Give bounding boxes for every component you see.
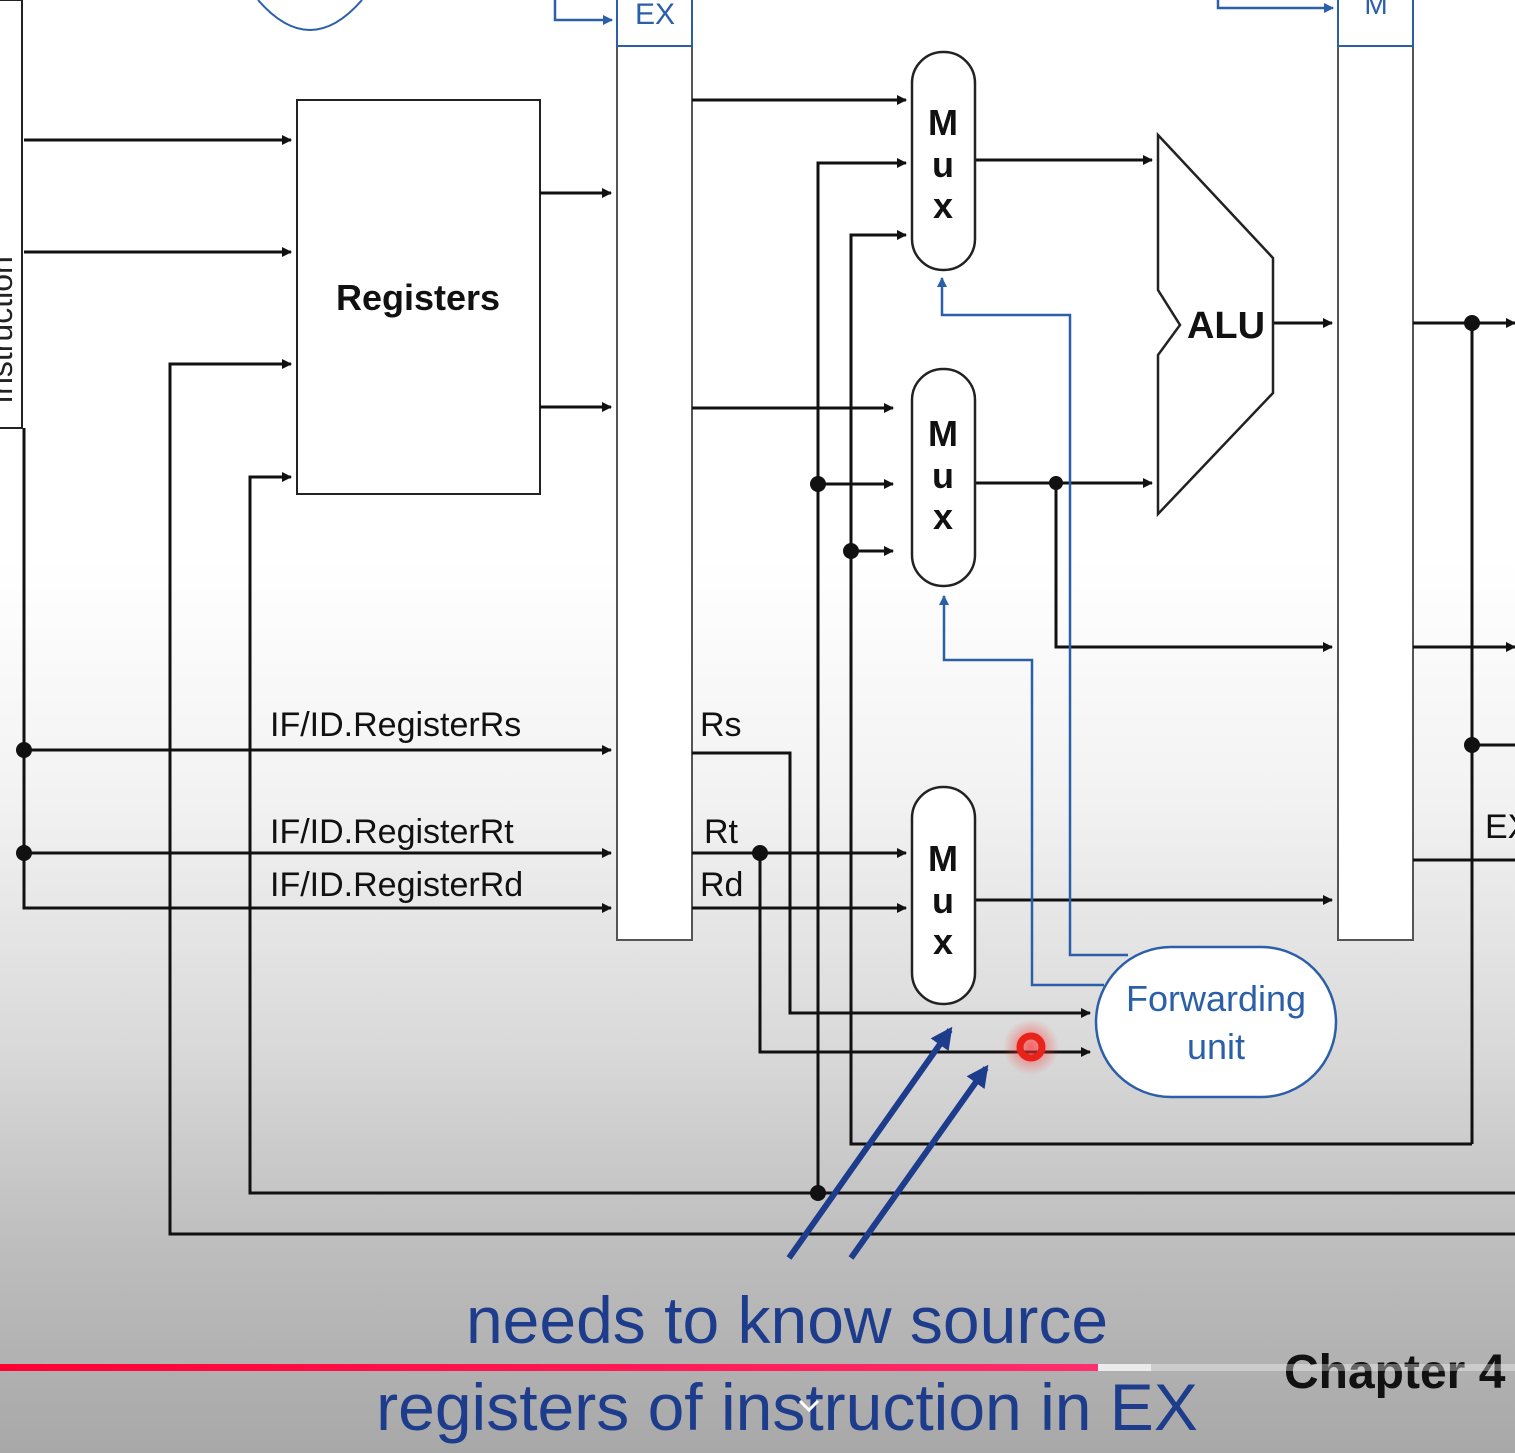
mux-b-letter-x: x: [933, 496, 953, 537]
mux-dest-letter-u: u: [932, 880, 954, 921]
wire-mem-forward-bus: [816, 158, 907, 1193]
mux-a-letter-x: x: [933, 185, 953, 226]
annotation-arrow-rt: [848, 1064, 989, 1260]
m-top-label: M: [1364, 0, 1387, 20]
junction-dot: [810, 476, 826, 492]
wire-wb-write-reg: [168, 359, 1515, 1236]
ex-top-label: EX: [635, 0, 675, 31]
alu: [1156, 131, 1275, 518]
rt-label: Rt: [704, 813, 739, 851]
mux-dest-letter-m: M: [928, 838, 958, 879]
forwarding-unit: [1094, 945, 1338, 1099]
mux-a-letter-u: u: [932, 144, 954, 185]
id-ex-label-box: [616, 0, 693, 47]
caption-line-2: registers of instruction in EX: [376, 1370, 1198, 1444]
ex-mem-label-box: [1337, 0, 1414, 47]
registers-block: [296, 99, 541, 495]
ex-mem-pipeline-register: [1337, 45, 1414, 941]
id-ex-pipeline-register: [616, 45, 693, 941]
video-progress-bar[interactable]: [0, 1364, 1515, 1371]
wire-wb-write-data: [248, 472, 1515, 1195]
if-id-instruction-box: [0, 0, 23, 429]
caption-line-1: needs to know source: [466, 1283, 1108, 1357]
forwarding-unit-label-1: Forwarding: [1126, 978, 1306, 1019]
alu-label: ALU: [1187, 305, 1265, 347]
junction-dot: [843, 543, 859, 559]
forward-b-control: [939, 595, 1104, 987]
rd-label: Rd: [700, 866, 743, 904]
mux-b-letter-u: u: [932, 455, 954, 496]
chevron-down-icon[interactable]: [796, 1396, 822, 1416]
mux-b: [910, 367, 977, 588]
mux-a-letter-m: M: [928, 102, 958, 143]
forward-a-control: [937, 277, 1128, 957]
mux-dest: [910, 785, 977, 1006]
ex-control-arrow: [553, 0, 613, 25]
instruction-label: Instruction: [0, 256, 19, 404]
mux-b-letter-m: M: [928, 413, 958, 454]
wire-instruction-trunk: [22, 428, 612, 913]
junction-dot: [1049, 476, 1063, 490]
video-progress-fill: [0, 1364, 1099, 1371]
wire-rt-to-fwd: [758, 853, 1091, 1057]
junction-dot: [752, 845, 768, 861]
wire-rs-to-fwd: [692, 751, 1091, 1018]
junction-dot: [16, 742, 32, 758]
junction-dot: [1464, 315, 1480, 331]
registers-label: Registers: [336, 277, 500, 318]
ifid-rd-label: IF/ID.RegisterRd: [270, 866, 523, 904]
annotation-arrow-rs: [786, 1026, 953, 1260]
rs-label: Rs: [700, 706, 742, 744]
pointer-glow: [1003, 1019, 1059, 1075]
ifid-rs-label: IF/ID.RegisterRs: [270, 706, 521, 744]
mux-dest-letter-x: x: [933, 921, 953, 962]
pointer-cursor-icon: [1016, 1032, 1046, 1062]
top-oval-fragment: [257, 0, 363, 31]
mux-a: [910, 50, 977, 272]
wire-muxb-to-exmem: [1054, 483, 1333, 652]
junction-dot: [16, 845, 32, 861]
ifid-rt-label: IF/ID.RegisterRt: [270, 813, 514, 851]
forwarding-unit-label-2: unit: [1187, 1026, 1245, 1067]
ex-right-label: EX: [1485, 808, 1515, 846]
wire-wb-forward-bus: [849, 230, 1472, 1146]
junction-dot: [1464, 737, 1480, 753]
chapter-label: Chapter 4: [1284, 1346, 1506, 1399]
m-control-arrow: [1216, 0, 1334, 13]
junction-dot: [810, 1185, 826, 1201]
